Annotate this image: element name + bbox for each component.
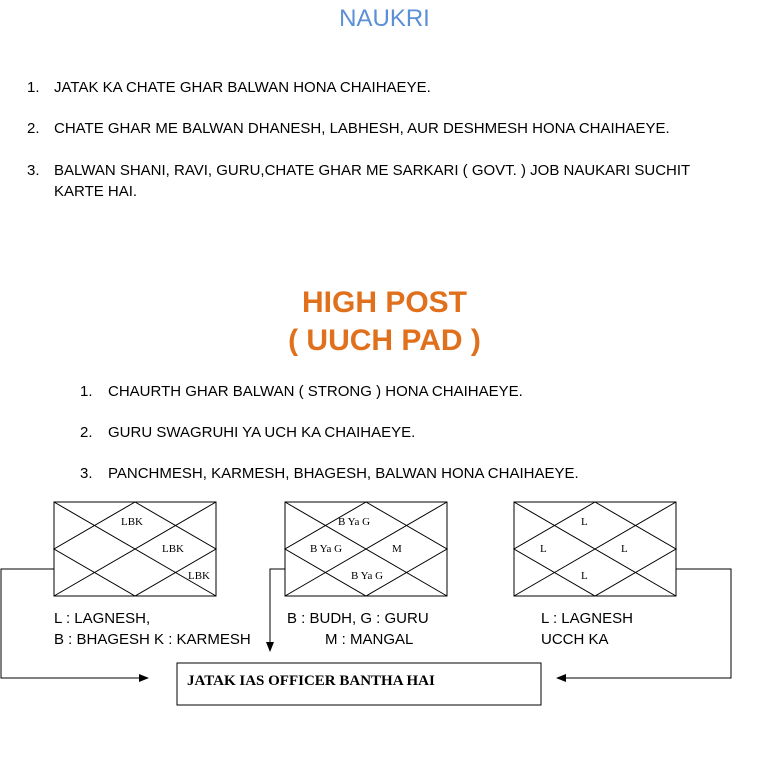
arrow-left xyxy=(0,568,149,682)
high-post-item-3-number: 3. xyxy=(80,465,93,482)
chart-2-label-4: B Ya G xyxy=(351,570,383,582)
high-post-item-1-number: 1. xyxy=(80,383,93,400)
chart-3-label-4: L xyxy=(581,570,588,582)
result-box xyxy=(176,662,542,706)
high-post-title: HIGH POST xyxy=(301,286,467,319)
high-post-subtitle: ( UUCH PAD ) xyxy=(288,324,481,357)
horoscope-chart-2 xyxy=(284,501,448,597)
chart-2-label-3: M xyxy=(392,543,402,555)
high-post-item-2-number: 2. xyxy=(80,424,93,441)
result-text: JATAK IAS OFFICER BANTHA HAI xyxy=(187,673,435,689)
chart-1-caption-line-2: B : BHAGESH K : KARMESH xyxy=(54,631,251,648)
naukri-item-1-number: 1. xyxy=(27,79,40,96)
chart-2-label-2: B Ya G xyxy=(310,543,342,555)
horoscope-chart-3 xyxy=(513,501,677,597)
high-post-item-2: GURU SWAGRUHI YA UCH KA CHAIHAEYE. xyxy=(108,424,416,441)
naukri-item-3-number: 3. xyxy=(27,162,40,179)
naukri-item-3-continued: KARTE HAI. xyxy=(54,183,138,200)
arrow-right xyxy=(556,568,732,682)
naukri-item-2-number: 2. xyxy=(27,120,40,137)
chart-3-label-3: L xyxy=(621,543,628,555)
chart-2-caption-line-2: M : MANGAL xyxy=(325,631,414,648)
naukri-item-1: JATAK KA CHATE GHAR BALWAN HONA CHAIHAEY… xyxy=(54,79,431,96)
chart-3-caption-line-1: L : LAGNESH xyxy=(541,610,633,627)
chart-1-label-1: LBK xyxy=(121,516,143,528)
chart-1-label-3: LBK xyxy=(188,570,210,582)
naukri-item-3: BALWAN SHANI, RAVI, GURU,CHATE GHAR ME S… xyxy=(54,162,691,179)
horoscope-chart-1 xyxy=(53,501,217,597)
naukri-item-2: CHATE GHAR ME BALWAN DHANESH, LABHESH, A… xyxy=(54,120,670,137)
high-post-item-3: PANCHMESH, KARMESH, BHAGESH, BALWAN HONA… xyxy=(108,465,579,482)
chart-1-caption-line-1: L : LAGNESH, xyxy=(54,610,151,627)
chart-2-label-1: B Ya G xyxy=(338,516,370,528)
naukri-title: NAUKRI xyxy=(339,5,430,32)
chart-3-label-1: L xyxy=(581,516,588,528)
arrow-middle xyxy=(266,568,285,652)
chart-3-label-2: L xyxy=(540,543,547,555)
chart-3-caption-line-2: UCCH KA xyxy=(541,631,609,648)
chart-2-caption-line-1: B : BUDH, G : GURU xyxy=(287,610,429,627)
chart-1-label-2: LBK xyxy=(162,543,184,555)
high-post-item-1: CHAURTH GHAR BALWAN ( STRONG ) HONA CHAI… xyxy=(108,383,523,400)
